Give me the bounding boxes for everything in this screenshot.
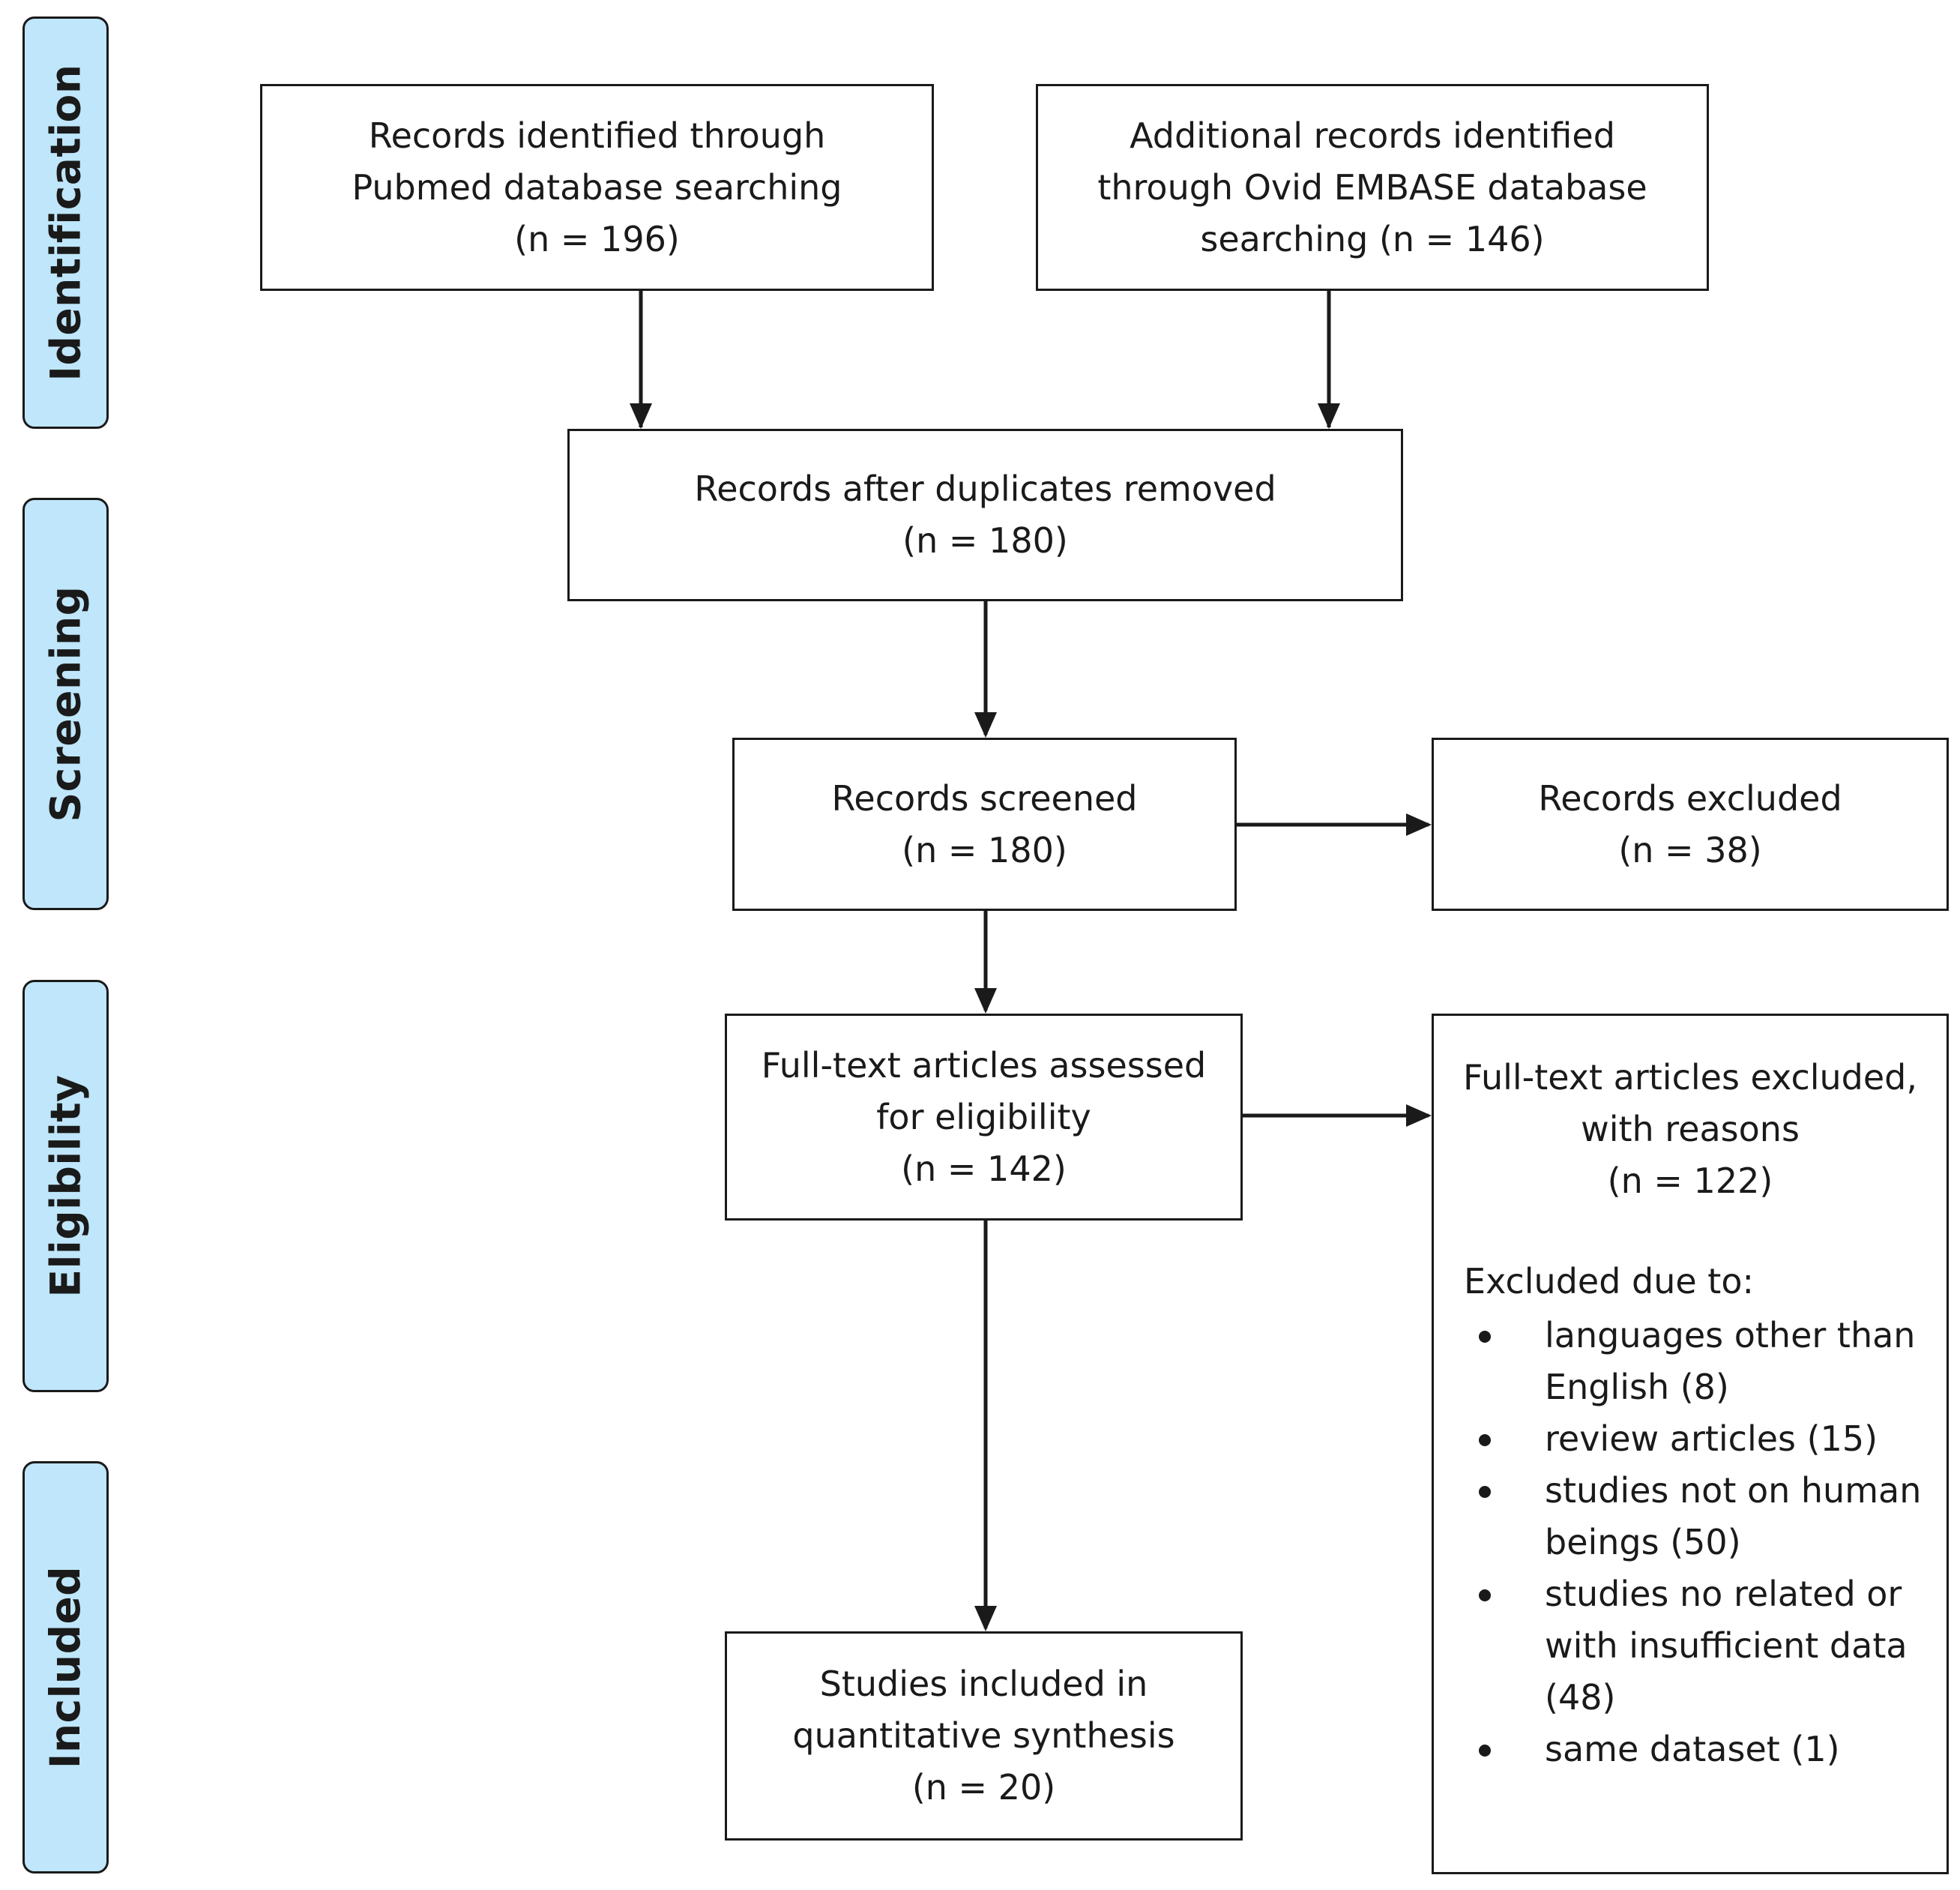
list-item-line: (48) <box>1545 1677 1616 1718</box>
phase-identification: Identification <box>22 16 109 429</box>
list-item-line: beings (50) <box>1545 1522 1741 1562</box>
list-item-line: with insufficient data <box>1545 1625 1908 1666</box>
list-item: languages other than English (8) <box>1464 1310 1921 1413</box>
list-item: studies not on human beings (50) <box>1464 1465 1921 1568</box>
box-text-line: (n = 196) <box>514 218 680 259</box>
list-item-line: review articles (15) <box>1545 1418 1878 1459</box>
fulltext-excluded-header: Full-text articles excluded, with reason… <box>1434 1052 1947 1207</box>
box-text-line: (n = 38) <box>1618 829 1762 870</box>
box-records-screened: Records screened (n = 180) <box>732 738 1237 911</box>
arrowhead <box>1318 403 1340 429</box>
box-text-line: Records excluded <box>1538 777 1842 819</box>
arrowhead <box>630 403 652 429</box>
box-embase-records: Additional records identified through Ov… <box>1036 84 1709 291</box>
phase-included: Included <box>22 1461 109 1874</box>
box-text-line: Records identified through <box>368 115 826 156</box>
box-text-line: (n = 180) <box>902 829 1067 870</box>
arrowhead <box>974 712 997 738</box>
box-text-line: Records screened <box>831 777 1138 819</box>
box-text-line: Studies included in <box>819 1664 1148 1704</box>
arrowhead <box>1406 813 1432 836</box>
box-text-line: (n = 180) <box>902 520 1068 561</box>
box-text-line: Full-text articles assessed <box>761 1044 1207 1086</box>
arrowhead <box>974 1606 997 1631</box>
box-fulltext-excluded: Full-text articles excluded, with reason… <box>1432 1014 1949 1874</box>
list-item-line: studies no related or <box>1545 1574 1902 1614</box>
box-text-line: through Ovid EMBASE database <box>1097 166 1647 208</box>
arrowhead <box>974 988 997 1014</box>
phase-screening: Screening <box>22 498 109 910</box>
phase-eligibility: Eligibility <box>22 980 109 1392</box>
exclusion-reasons-list: languages other than English (8) review … <box>1464 1310 1921 1775</box>
box-text-line: (n = 122) <box>1607 1161 1773 1201</box>
box-fulltext-assessed: Full-text articles assessed for eligibil… <box>725 1014 1243 1221</box>
box-text-line: Pubmed database searching <box>352 166 842 208</box>
box-studies-included: Studies included in quantitative synthes… <box>725 1631 1243 1841</box>
list-item-line: languages other than <box>1545 1315 1916 1355</box>
box-text-line: quantitative synthesis <box>792 1715 1175 1756</box>
list-item: review articles (15) <box>1464 1413 1921 1465</box>
list-item-line: English (8) <box>1545 1367 1729 1407</box>
box-pubmed-records: Records identified through Pubmed databa… <box>260 84 934 291</box>
box-text-line: with reasons <box>1581 1109 1800 1149</box>
list-item: studies no related or with insufficient … <box>1464 1568 1921 1724</box>
box-records-excluded: Records excluded (n = 38) <box>1432 738 1949 911</box>
excluded-due-to-label: Excluded due to: <box>1464 1261 1754 1301</box>
box-text-line: Records after duplicates removed <box>694 469 1276 509</box>
list-item-line: same dataset (1) <box>1545 1729 1840 1769</box>
box-text-line: Additional records identified <box>1130 115 1615 156</box>
box-text-line: Full-text articles excluded, <box>1463 1057 1917 1098</box>
box-text-line: searching (n = 146) <box>1200 218 1545 259</box>
list-item-line: studies not on human <box>1545 1470 1922 1511</box>
arrowhead <box>1406 1104 1432 1127</box>
list-item: same dataset (1) <box>1464 1724 1921 1775</box>
box-duplicates-removed: Records after duplicates removed (n = 18… <box>567 429 1403 601</box>
box-text-line: (n = 142) <box>901 1148 1067 1189</box>
box-text-line: for eligibility <box>876 1096 1091 1137</box>
box-text-line: (n = 20) <box>911 1767 1056 1808</box>
